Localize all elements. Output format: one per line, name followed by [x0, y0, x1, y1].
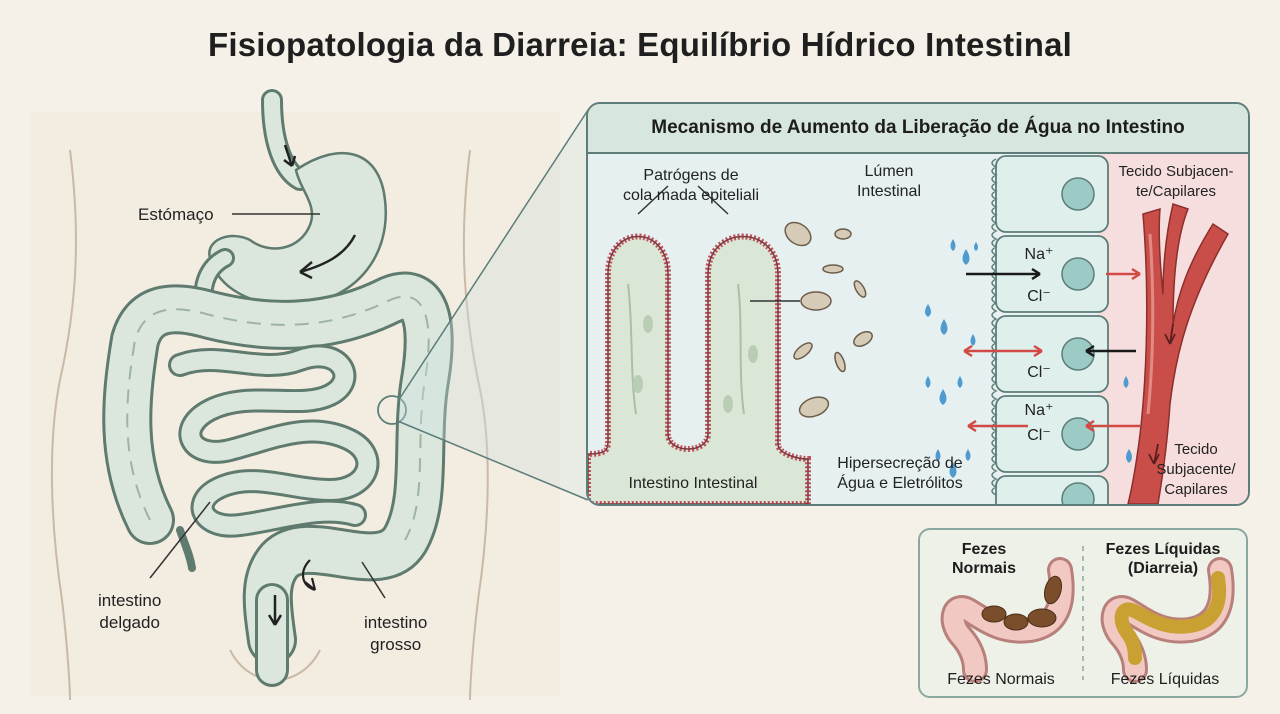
mechanism-header: Mecanismo de Aumento da Liberação de Águ…	[588, 104, 1248, 154]
microvilli-border	[991, 158, 998, 496]
blood-vessel	[1127, 203, 1229, 504]
epithelial-cells	[995, 155, 1109, 504]
small-intestine-label: intestino delgado	[98, 591, 162, 632]
large-intestine-label: intestino grosso	[364, 613, 428, 654]
pathogens	[784, 221, 873, 418]
ion-label: Cl⁻	[1027, 364, 1051, 381]
normal-stool	[981, 575, 1063, 631]
page-title: Fisiopatologia da Diarreia: Equilíbrio H…	[207, 26, 1073, 63]
torso-outline-right	[462, 149, 489, 701]
ion-label: Cl⁻	[1027, 288, 1051, 305]
appendix	[176, 526, 196, 572]
liquid-stool-caption: Fezes Líquidas	[1110, 671, 1220, 688]
normal-stool-caption: Fezes Normais	[947, 671, 1055, 688]
mechanism-illustration	[588, 154, 1248, 504]
digestive-anatomy-illustration	[30, 89, 589, 701]
stool-comparison-box: Fezes Normais Fezes Líquidas (Diarreia) …	[918, 528, 1248, 698]
liquid-stool-title: Fezes Líquidas (Diarreia)	[1105, 541, 1221, 577]
tissue-bottom-label: Tecido Subjacente/ Capilares	[1156, 441, 1236, 498]
lumen-label: Lúmen Intestinal	[856, 163, 922, 200]
ion-label: Cl⁻	[1027, 427, 1051, 444]
mechanism-panel: Mecanismo de Aumento da Liberação de Águ…	[586, 102, 1250, 506]
secretion-label: Hipersecreção de Água e Eletrólitos	[837, 455, 963, 492]
stomach	[208, 151, 388, 307]
torso-outline-left	[50, 149, 77, 701]
stomach-label: Estómaço	[138, 205, 214, 224]
ion-label: Na⁺	[1024, 246, 1054, 263]
ion-label: Na⁺	[1024, 402, 1054, 419]
tissue-top-label: Tecido Subjacen- te/Capilares	[1118, 163, 1234, 200]
stool-illustration	[940, 546, 1235, 683]
liquid-stool	[1114, 571, 1227, 665]
pathogens-label: Patrógens de cola mada epiteliali	[622, 167, 760, 204]
intestinal-villi	[588, 185, 811, 504]
ion-arrows	[963, 267, 1141, 433]
villi-label: Intestino Intestinal	[628, 475, 758, 492]
normal-stool-title: Fezes Normais	[951, 541, 1017, 577]
water-drops	[925, 239, 1132, 478]
